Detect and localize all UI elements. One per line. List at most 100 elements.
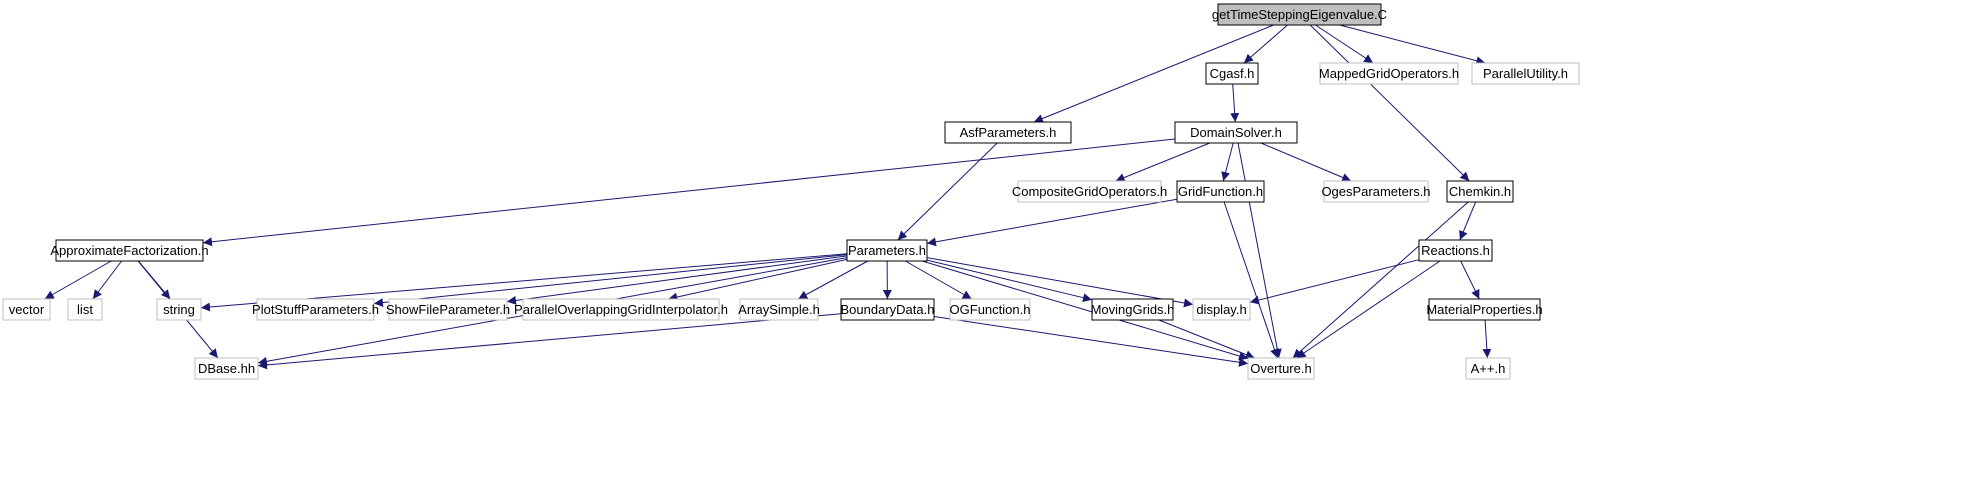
node-reactions-box <box>1418 239 1493 262</box>
node-vector[interactable]: vector <box>2 298 51 321</box>
node-approx[interactable]: ApproximateFactorization.h <box>50 239 209 262</box>
node-params[interactable]: Parameters.h <box>846 239 928 262</box>
node-plotstuff-label: PlotStuffParameters.h <box>252 302 379 317</box>
edge-params-to-display <box>926 257 1194 308</box>
edge-moving-to-overture <box>1158 319 1255 359</box>
node-display-box <box>1192 298 1251 321</box>
edge-gridfn-to-overture <box>1223 201 1279 359</box>
node-showfile[interactable]: ShowFileParameter.h <box>386 298 510 321</box>
node-bdata-box <box>840 298 935 321</box>
node-oges[interactable]: OgesParameters.h <box>1321 180 1431 203</box>
node-dbase[interactable]: DBase.hh <box>194 357 259 380</box>
node-string[interactable]: string <box>156 298 202 321</box>
node-mgops-box <box>1319 62 1459 85</box>
node-moving-label: MovingGrids.h <box>1091 302 1175 317</box>
node-vector-label: vector <box>9 302 45 317</box>
node-root-box <box>1217 3 1382 26</box>
node-cgo[interactable]: CompositeGridOperators.h <box>1012 180 1167 203</box>
node-matprops-box <box>1428 298 1541 321</box>
node-domain-label: DomainSolver.h <box>1190 125 1282 140</box>
node-display[interactable]: display.h <box>1192 298 1251 321</box>
edge-params-to-showfile <box>506 255 848 305</box>
node-cgo-label: CompositeGridOperators.h <box>1012 184 1167 199</box>
node-arraysimple-box <box>739 298 819 321</box>
edge-cgasf-to-domain <box>1230 83 1240 123</box>
node-mgops[interactable]: MappedGridOperators.h <box>1319 62 1459 85</box>
node-matprops[interactable]: MaterialProperties.h <box>1426 298 1543 321</box>
edge-gridfn-to-params <box>926 198 1178 247</box>
node-chemkin[interactable]: Chemkin.h <box>1446 180 1514 203</box>
node-app-box <box>1465 357 1511 380</box>
edge-root-to-mgops <box>1315 24 1374 64</box>
node-chemkin-box <box>1446 180 1514 203</box>
node-plotstuff[interactable]: PlotStuffParameters.h <box>252 298 379 321</box>
edge-domain-to-oges <box>1260 142 1352 182</box>
node-parutil[interactable]: ParallelUtility.h <box>1471 62 1580 85</box>
edge-domain-to-cgo <box>1115 142 1211 182</box>
node-moving[interactable]: MovingGrids.h <box>1091 298 1175 321</box>
edge-root-to-asf <box>1033 24 1274 123</box>
node-cgasf-label: Cgasf.h <box>1210 66 1255 81</box>
edge-domain-to-gridfn <box>1221 142 1234 182</box>
edge-params-to-overture <box>921 260 1249 361</box>
node-domain-box <box>1174 121 1298 144</box>
node-bdata-label: BoundaryData.h <box>841 302 935 317</box>
node-app-label: A++.h <box>1471 361 1506 376</box>
edge-params-to-pogi <box>668 258 848 302</box>
node-gridfn[interactable]: GridFunction.h <box>1176 180 1265 203</box>
node-list[interactable]: list <box>67 298 103 321</box>
edge-params-to-plotstuff <box>373 254 848 308</box>
nodes-layer: getTimeSteppingEigenvalue.C Cgasf.h Mapped… <box>2 3 1580 380</box>
edge-domain-to-approx <box>202 138 1176 247</box>
edge-bdata-to-dbase <box>257 313 842 370</box>
node-domain[interactable]: DomainSolver.h <box>1174 121 1298 144</box>
node-plotstuff-box <box>256 298 375 321</box>
node-list-label: list <box>77 302 93 317</box>
node-overture-label: Overture.h <box>1250 361 1311 376</box>
node-gridfn-label: GridFunction.h <box>1178 184 1263 199</box>
node-ogfn[interactable]: OGFunction.h <box>949 298 1031 321</box>
node-asf-box <box>944 121 1072 144</box>
node-approx-box <box>55 239 204 262</box>
edge-params-to-arraysimple <box>797 260 869 300</box>
edge-asf-to-params <box>897 142 998 241</box>
node-asf[interactable]: AsfParameters.h <box>944 121 1072 144</box>
node-bdata[interactable]: BoundaryData.h <box>840 298 935 321</box>
node-root-label: getTimeSteppingEigenvalue.C <box>1212 7 1387 22</box>
node-vector-box <box>2 298 51 321</box>
node-cgo-box <box>1017 180 1162 203</box>
edge-bdata-to-overture <box>933 316 1249 367</box>
node-chemkin-label: Chemkin.h <box>1449 184 1511 199</box>
edge-reactions-to-overture <box>1296 260 1441 359</box>
node-app[interactable]: A++.h <box>1465 357 1511 380</box>
node-showfile-box <box>388 298 508 321</box>
node-root[interactable]: getTimeSteppingEigenvalue.C <box>1212 3 1387 26</box>
node-pogi[interactable]: ParallelOverlappingGridInterpolator.h <box>514 298 728 321</box>
node-reactions[interactable]: Reactions.h <box>1418 239 1493 262</box>
node-arraysimple[interactable]: ArraySimple.h <box>738 298 820 321</box>
node-parutil-box <box>1471 62 1580 85</box>
node-reactions-label: Reactions.h <box>1421 243 1490 258</box>
node-cgasf-box <box>1205 62 1259 85</box>
node-approx-label: ApproximateFactorization.h <box>50 243 208 258</box>
node-string-box <box>156 298 202 321</box>
node-oges-label: OgesParameters.h <box>1321 184 1430 199</box>
node-moving-box <box>1091 298 1174 321</box>
node-arraysimple-label: ArraySimple.h <box>738 302 820 317</box>
node-gridfn-box <box>1176 180 1265 203</box>
node-showfile-label: ShowFileParameter.h <box>386 302 510 317</box>
node-oges-box <box>1323 180 1429 203</box>
edge-chemkin-to-reactions <box>1459 201 1477 241</box>
node-ogfn-label: OGFunction.h <box>950 302 1031 317</box>
edge-chemkin-to-overture <box>1292 201 1469 359</box>
edge-reactions-to-matprops <box>1460 260 1480 300</box>
node-cgasf[interactable]: Cgasf.h <box>1205 62 1259 85</box>
edge-matprops-to-app <box>1482 319 1492 359</box>
edge-params-to-ogfn <box>905 260 972 300</box>
node-overture[interactable]: Overture.h <box>1247 357 1315 380</box>
edge-root-to-cgasf <box>1243 24 1288 64</box>
node-mgops-label: MappedGridOperators.h <box>1319 66 1459 81</box>
edge-reactions-to-display <box>1249 259 1420 305</box>
edge-approx-to-list <box>92 260 122 300</box>
